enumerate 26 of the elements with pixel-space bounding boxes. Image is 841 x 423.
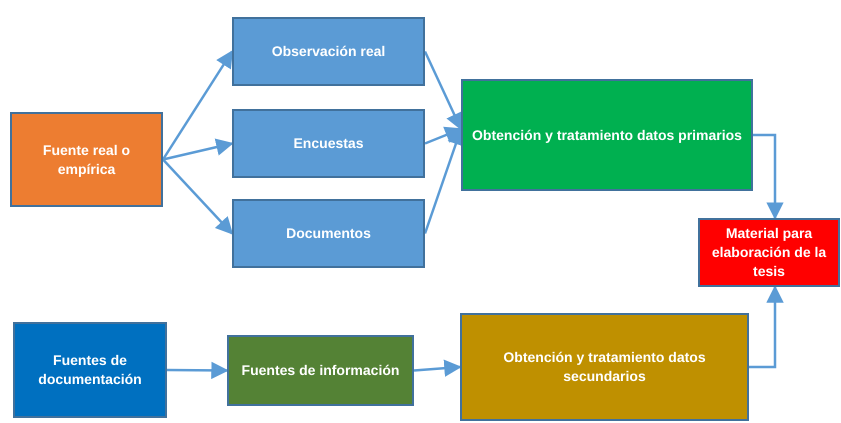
arrow: [753, 134, 784, 220]
arrow: [749, 285, 784, 368]
box-label: Fuentes de información: [242, 361, 400, 380]
arrow: [414, 359, 462, 377]
arrow: [162, 158, 234, 235]
process-box: [698, 218, 840, 287]
box-label: Observación real: [272, 42, 386, 61]
box-label: Fuentes de documentación: [37, 351, 143, 389]
box-label: Fuente real o empírica: [42, 140, 132, 178]
process-box: [460, 313, 749, 421]
arrow: [424, 50, 462, 131]
arrow: [162, 138, 234, 161]
box-label: Material para elaboración de la tesis: [710, 224, 828, 281]
arrow: [162, 50, 234, 160]
process-box: [232, 109, 425, 178]
box-label: Obtención y tratamiento datos primarios: [472, 126, 742, 144]
process-box: [10, 112, 163, 207]
box-label: Encuestas: [293, 134, 364, 153]
process-box: [461, 79, 753, 191]
arrow: [167, 362, 229, 380]
process-box: [232, 17, 425, 86]
process-box: [227, 335, 414, 406]
process-box: [232, 199, 425, 268]
box-label: Obtención y tratamiento datos secundarios: [502, 348, 707, 386]
process-box: [13, 322, 167, 418]
box-label: Documentos: [286, 224, 371, 243]
